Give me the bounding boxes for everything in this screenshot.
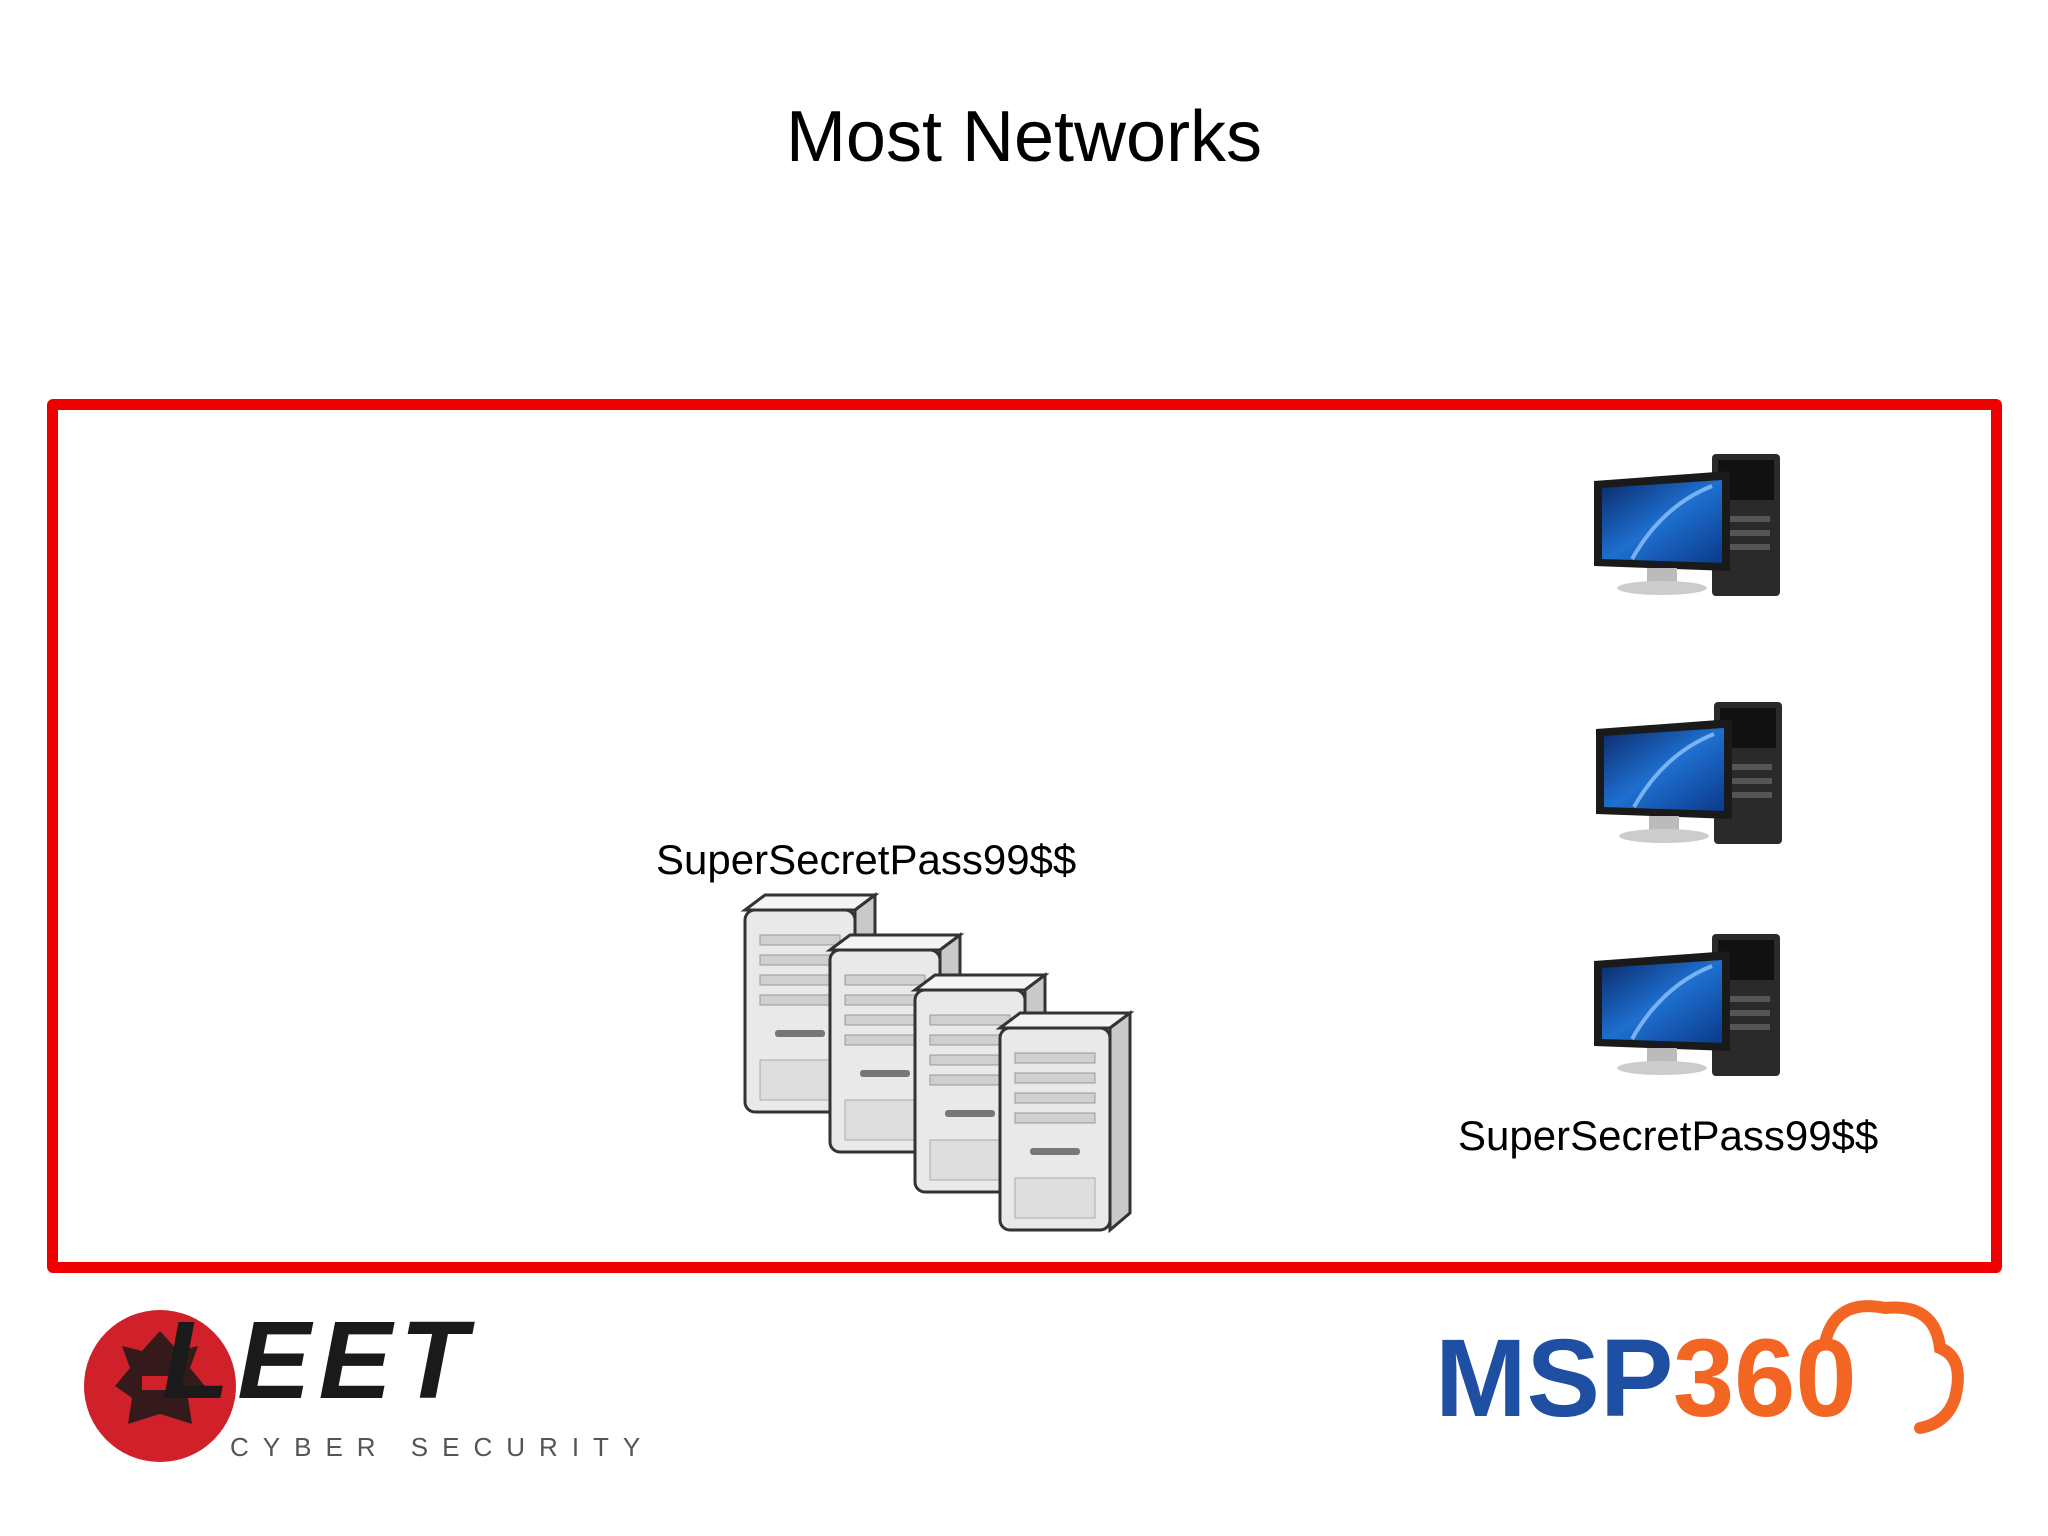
desktop-computer-icon (1596, 702, 1782, 844)
desktop-computer-icon (1594, 454, 1780, 596)
msp-360-wordmark: 360 (1673, 1317, 1857, 1438)
server-group (730, 890, 1140, 1240)
workstation-password-label: SuperSecretPass99$$ (1458, 1112, 1879, 1159)
slide-title: Most Networks (785, 97, 1263, 177)
network-boundary (47, 399, 2002, 1273)
msp360-logo: MSP 360 (1435, 1300, 1964, 1438)
leet-wordmark: LEET (162, 1306, 475, 1422)
server-tower-icon (995, 1010, 1135, 1234)
server-password-label: SuperSecretPass99$$ (656, 836, 1077, 883)
leet-tagline: CYBER SECURITY (230, 1432, 650, 1462)
msp-wordmark: MSP (1435, 1317, 1673, 1438)
desktop-computer-icon (1594, 934, 1780, 1076)
leet-cyber-security-logo: LEET CYBER SECURITY (84, 1306, 650, 1462)
